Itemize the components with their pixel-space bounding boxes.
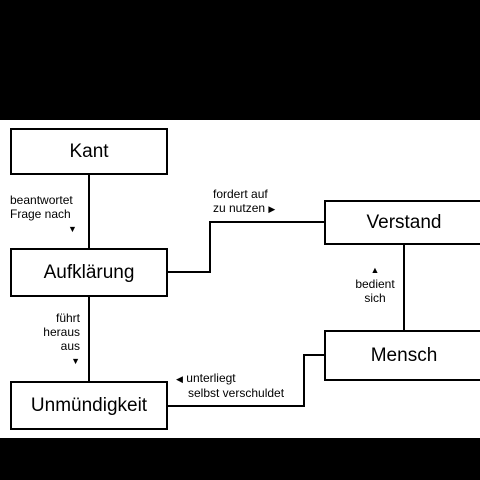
label-line: aus xyxy=(60,339,80,353)
label-line: selbst verschuldet xyxy=(188,386,285,400)
arrow-down-icon: ▼ xyxy=(68,224,77,234)
label-mensch-verstand: ▲ bedient sich xyxy=(354,262,396,305)
arrow-left-icon: ◀ xyxy=(176,374,183,384)
node-kant: Kant xyxy=(10,128,168,175)
label-line: fordert auf xyxy=(213,187,268,201)
label-aufklaerung-verstand: fordert auf zu nutzen ▶ xyxy=(213,187,293,216)
arrow-right-icon: ▶ xyxy=(268,204,276,214)
arrow-up-icon: ▲ xyxy=(370,265,380,275)
connector-aufklaerung-verstand xyxy=(168,221,324,273)
label-line: unterliegt xyxy=(186,371,236,385)
node-verstand: Verstand xyxy=(324,200,480,245)
arrow-down-icon: ▼ xyxy=(71,356,80,366)
label-line: heraus xyxy=(43,325,80,339)
label-line: bedient xyxy=(355,277,395,291)
label-line: sich xyxy=(364,291,386,305)
label-line: zu nutzen xyxy=(213,201,266,215)
node-aufklaerung: Aufklärung xyxy=(10,248,168,297)
label-aufklaerung-unmuendigkeit: führt heraus aus ▼ xyxy=(30,311,80,368)
label-mensch-unmuendigkeit: ◀ unterliegt selbst verschuldet xyxy=(176,371,284,400)
label-kant-aufklaerung: beantwortet Frage nach ▼ xyxy=(10,193,77,236)
label-line: führt xyxy=(55,311,80,325)
label-line: beantwortet xyxy=(10,193,73,207)
node-mensch: Mensch xyxy=(324,330,480,381)
node-unmuendigkeit: Unmündigkeit xyxy=(10,381,168,430)
connector-mensch-unmuendigkeit xyxy=(168,354,324,407)
label-line: Frage nach xyxy=(10,207,71,221)
